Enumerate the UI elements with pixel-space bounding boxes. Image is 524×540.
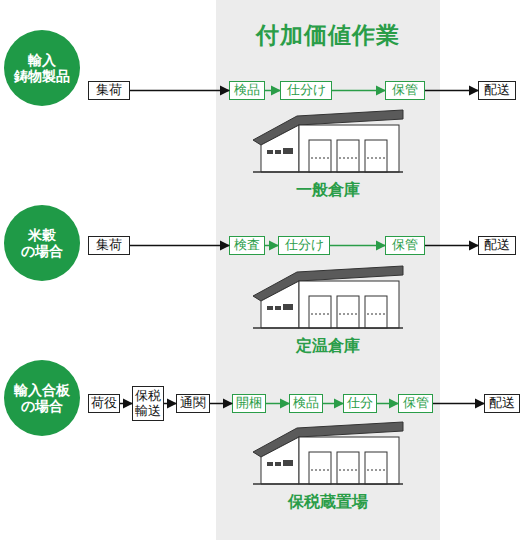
flow-arrow [130, 245, 229, 247]
node-text: 輸入 鋳物製品 [10, 52, 74, 84]
warehouse-label: 定温倉庫 [248, 336, 408, 357]
band-title: 付加価値作業 [256, 22, 400, 48]
flow-arrow [120, 403, 132, 405]
category-circle: 輸入 鋳物製品 [4, 30, 80, 106]
text-stack: 検査 [234, 238, 260, 253]
node-text: 仕分け [285, 238, 324, 253]
process-box: 荷役 [88, 394, 120, 413]
text-stack: 仕分 [347, 396, 373, 411]
node-text: 保管 [392, 238, 418, 253]
node-text: 荷役 [91, 396, 117, 411]
process-box: 集荷 [88, 81, 130, 100]
process-box: 通関 [176, 394, 210, 413]
node-text: 開梱 [236, 396, 262, 411]
process-box: 検品 [289, 394, 323, 413]
flow-arrow [164, 403, 176, 405]
process-box: 検品 [229, 81, 265, 100]
category-circle: 米穀 の場合 [4, 205, 80, 281]
warehouse-label: 一般倉庫 [248, 180, 408, 201]
node-text: 保管 [403, 396, 429, 411]
process-box: 配送 [478, 81, 516, 100]
process-box: 仕分け [280, 81, 332, 100]
node-text: 集荷 [96, 238, 122, 253]
node-text: 検査 [234, 238, 260, 253]
flow-arrow [332, 90, 385, 92]
warehouse-illustration [253, 266, 403, 328]
process-box: 保管 [385, 236, 425, 255]
text-stack: 配送 [484, 83, 510, 98]
node-text: 仕分け [287, 83, 326, 98]
warehouse-illustration [253, 422, 403, 484]
process-box: 検査 [229, 236, 265, 255]
text-stack: 仕分け [285, 238, 324, 253]
warehouse-illustration [253, 110, 403, 172]
text-stack: 米穀 の場合 [10, 227, 74, 259]
process-box: 保税 輸送 [132, 386, 164, 421]
text-stack: 開梱 [236, 396, 262, 411]
node-text: 配送 [489, 396, 515, 411]
process-box: 仕分け [278, 236, 330, 255]
text-stack: 保税 輸送 [135, 389, 161, 419]
node-text: 配送 [484, 83, 510, 98]
process-box: 仕分 [343, 394, 377, 413]
text-stack: 保管 [392, 238, 418, 253]
text-stack: 保管 [403, 396, 429, 411]
text-stack: 通関 [180, 396, 206, 411]
node-text: 配送 [484, 238, 510, 253]
node-text: 仕分 [347, 396, 373, 411]
process-box: 保管 [398, 394, 433, 413]
process-box: 配送 [478, 236, 516, 255]
node-text: 保管 [392, 83, 418, 98]
node-text: 米穀 の場合 [10, 227, 74, 259]
text-stack: 配送 [484, 238, 510, 253]
text-stack: 配送 [489, 396, 515, 411]
process-box: 配送 [484, 394, 520, 413]
node-text: 検品 [234, 83, 260, 98]
text-stack: 輸入合板 の場合 [10, 382, 74, 414]
flow-arrow [266, 403, 289, 405]
node-text: 輸入合板 の場合 [10, 382, 74, 414]
flow-arrow [377, 403, 398, 405]
warehouse-label: 保税蔵置場 [248, 492, 408, 513]
category-circle: 輸入合板 の場合 [4, 360, 80, 436]
flow-arrow [433, 403, 484, 405]
text-stack: 荷役 [91, 396, 117, 411]
node-text: 通関 [180, 396, 206, 411]
text-stack: 輸入 鋳物製品 [10, 52, 74, 84]
flow-arrow [425, 90, 478, 92]
text-stack: 保管 [392, 83, 418, 98]
text-stack: 仕分け [287, 83, 326, 98]
text-stack: 検品 [234, 83, 260, 98]
flow-arrow [265, 90, 280, 92]
flow-arrow [130, 90, 229, 92]
node-text: 集荷 [96, 83, 122, 98]
flow-arrow [425, 245, 478, 247]
flow-arrow [265, 245, 278, 247]
text-stack: 集荷 [96, 83, 122, 98]
process-box: 開梱 [232, 394, 266, 413]
node-text: 検品 [293, 396, 319, 411]
flow-arrow [323, 403, 343, 405]
text-stack: 検品 [293, 396, 319, 411]
flow-arrow [330, 245, 385, 247]
process-box: 保管 [385, 81, 425, 100]
process-box: 集荷 [88, 236, 130, 255]
text-stack: 集荷 [96, 238, 122, 253]
text-stack: 付加価値作業 [256, 22, 400, 48]
flow-arrow [210, 403, 232, 405]
node-text: 保税 輸送 [135, 389, 161, 419]
